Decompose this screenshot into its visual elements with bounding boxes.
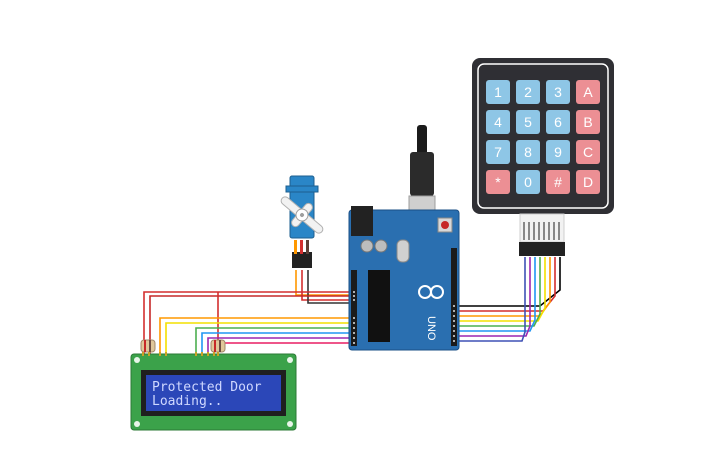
keypad-key-hash[interactable]: # (546, 170, 570, 194)
lcd-line-1: Protected Door (152, 380, 262, 395)
lcd-line-2: Loading.. (152, 394, 222, 409)
keypad-key-B[interactable]: B (576, 110, 600, 134)
keypad-key-A[interactable]: A (576, 80, 600, 104)
keypad-key-0[interactable]: 0 (516, 170, 540, 194)
usb-cable (408, 125, 436, 223)
arduino-model-label: UNO (425, 316, 437, 341)
arduino-uno-board[interactable]: UNO (348, 206, 460, 351)
servo-wire-ground (307, 270, 352, 304)
lcd-wire-d6 (207, 337, 352, 356)
keypad-key-6[interactable]: 6 (546, 110, 570, 134)
lcd-wire-gnd (149, 295, 352, 356)
arduino-capacitor (360, 239, 374, 253)
keypad-key-star[interactable]: * (486, 170, 510, 194)
keypad-key-label: 0 (524, 174, 532, 190)
lcd-screen (146, 375, 281, 411)
keypad-key-4[interactable]: 4 (486, 110, 510, 134)
keypad-key-label: 9 (554, 144, 562, 160)
servo-mount-tab (285, 185, 319, 193)
keypad-wire-7 (457, 257, 531, 337)
keypad-wire-5 (457, 257, 541, 327)
lcd-16x2[interactable]: Protected Door Loading.. (130, 339, 297, 431)
keypad-wire-3 (457, 257, 551, 317)
servo-motor[interactable] (273, 175, 331, 268)
keypad-key-1[interactable]: 1 (486, 80, 510, 104)
lcd-resistor (210, 339, 226, 353)
lcd-wire-vcc (143, 291, 352, 356)
keypad-key-label: 2 (524, 84, 532, 100)
servo-connector (292, 252, 312, 268)
keypad-key-label: 5 (524, 114, 532, 130)
keypad-key-label: * (495, 174, 501, 190)
keypad-key-label: 7 (494, 144, 502, 160)
servo-horn (280, 196, 324, 234)
keypad-key-label: B (583, 114, 592, 130)
keypad-4x4[interactable]: 1 2 3 A 4 5 6 B 7 8 9 C * 0 # D (472, 58, 614, 256)
keypad-wire-8 (457, 257, 526, 342)
lcd-wire-en (165, 322, 352, 356)
arduino-capacitor (374, 239, 388, 253)
arduino-header-left (351, 270, 357, 346)
servo-wire-signal (295, 270, 352, 296)
keypad-key-5[interactable]: 5 (516, 110, 540, 134)
keypad-wire-6 (457, 257, 536, 332)
keypad-key-D[interactable]: D (576, 170, 600, 194)
keypad-ribbon (519, 213, 565, 243)
arduino-barrel-jack (351, 206, 373, 236)
keypad-key-9[interactable]: 9 (546, 140, 570, 164)
keypad-connector (519, 242, 565, 256)
arduino-crystal (396, 239, 410, 263)
keypad-key-label: A (583, 84, 593, 100)
keypad-key-C[interactable]: C (576, 140, 600, 164)
keypad-key-label: 1 (494, 84, 502, 100)
keypad-key-label: 4 (494, 114, 502, 130)
keypad-key-8[interactable]: 8 (516, 140, 540, 164)
keypad-key-label: # (554, 174, 562, 190)
keypad-key-label: 3 (554, 84, 562, 100)
keypad-wire-4 (457, 257, 546, 322)
keypad-key-label: C (583, 144, 593, 160)
keypad-key-7[interactable]: 7 (486, 140, 510, 164)
servo-wire-power (301, 270, 352, 301)
keypad-key-2[interactable]: 2 (516, 80, 540, 104)
lcd-wire-d4 (195, 327, 352, 356)
arduino-chip (368, 270, 390, 342)
arduino-logo (418, 285, 444, 299)
keypad-key-3[interactable]: 3 (546, 80, 570, 104)
lcd-wire-rs (159, 317, 352, 356)
arduino-pin-dots (353, 291, 455, 344)
keypad-key-label: 6 (554, 114, 562, 130)
arduino-header-right (451, 248, 457, 346)
lcd-resistor (140, 339, 156, 353)
keypad-key-label: 8 (524, 144, 532, 160)
keypad-key-label: D (583, 174, 593, 190)
lcd-wire-d5 (201, 332, 352, 356)
